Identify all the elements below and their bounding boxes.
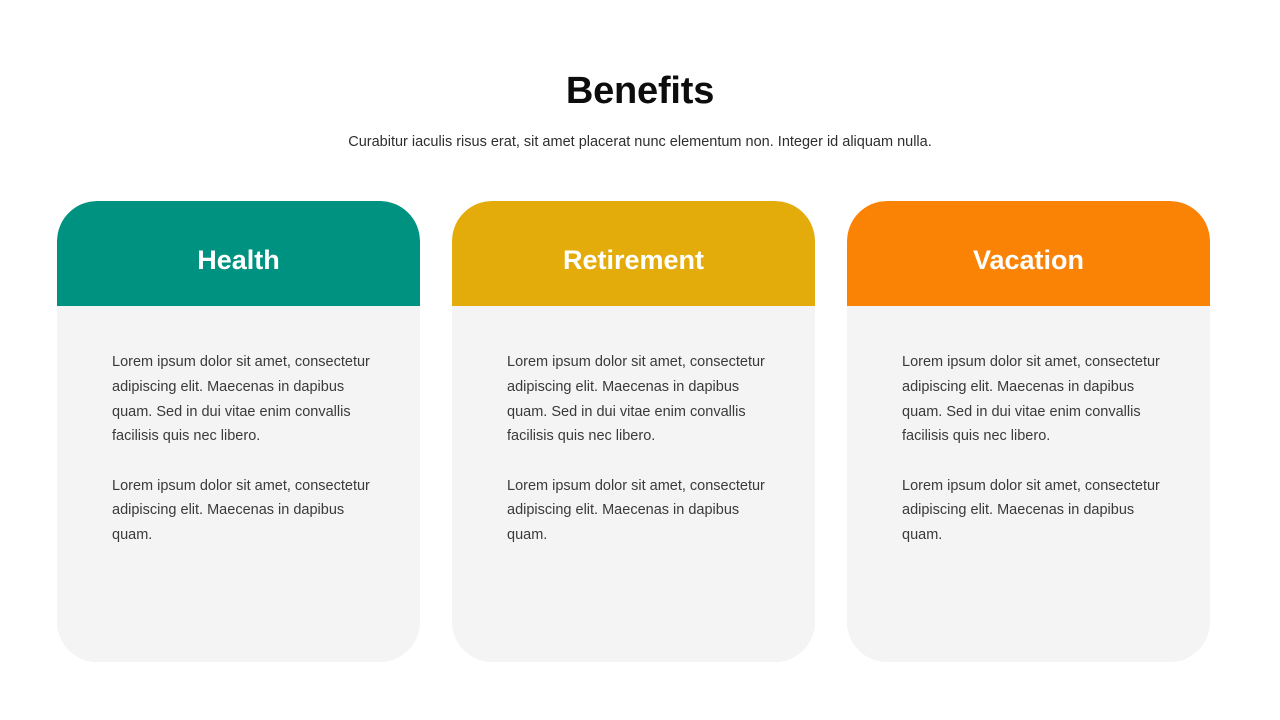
card-title-retirement: Retirement: [562, 244, 705, 275]
card-paragraph: Lorem ipsum dolor sit amet, consectetur …: [112, 354, 370, 445]
card-header-retirement: Retirement: [452, 201, 815, 306]
card-header-health: Health: [57, 201, 420, 306]
benefit-cards-row: Health Lorem ipsum dolor sit amet, conse…: [57, 201, 1210, 662]
card-body-health: Lorem ipsum dolor sit amet, consectetur …: [57, 306, 420, 662]
card-body-vacation: Lorem ipsum dolor sit amet, consectetur …: [847, 306, 1210, 662]
card-paragraph: Lorem ipsum dolor sit amet, consectetur …: [902, 354, 1160, 445]
card-paragraph: Lorem ipsum dolor sit amet, consectetur …: [112, 477, 370, 544]
card-header-vacation: Vacation: [847, 201, 1210, 306]
benefit-card-vacation[interactable]: Vacation Lorem ipsum dolor sit amet, con…: [847, 201, 1210, 662]
slide-header: Benefits Curabitur iaculis risus erat, s…: [0, 68, 1280, 152]
card-title-vacation: Vacation: [972, 244, 1085, 275]
benefit-card-health[interactable]: Health Lorem ipsum dolor sit amet, conse…: [57, 201, 420, 662]
card-paragraph: Lorem ipsum dolor sit amet, consectetur …: [902, 477, 1160, 544]
card-paragraph: Lorem ipsum dolor sit amet, consectetur …: [507, 477, 765, 544]
benefit-card-retirement[interactable]: Retirement Lorem ipsum dolor sit amet, c…: [452, 201, 815, 662]
card-body-retirement: Lorem ipsum dolor sit amet, consectetur …: [452, 306, 815, 662]
card-paragraph: Lorem ipsum dolor sit amet, consectetur …: [507, 354, 765, 445]
card-title-health: Health: [197, 244, 280, 275]
slide-subtitle: Curabitur iaculis risus erat, sit amet p…: [348, 134, 932, 150]
page-title: Benefits: [565, 70, 715, 112]
